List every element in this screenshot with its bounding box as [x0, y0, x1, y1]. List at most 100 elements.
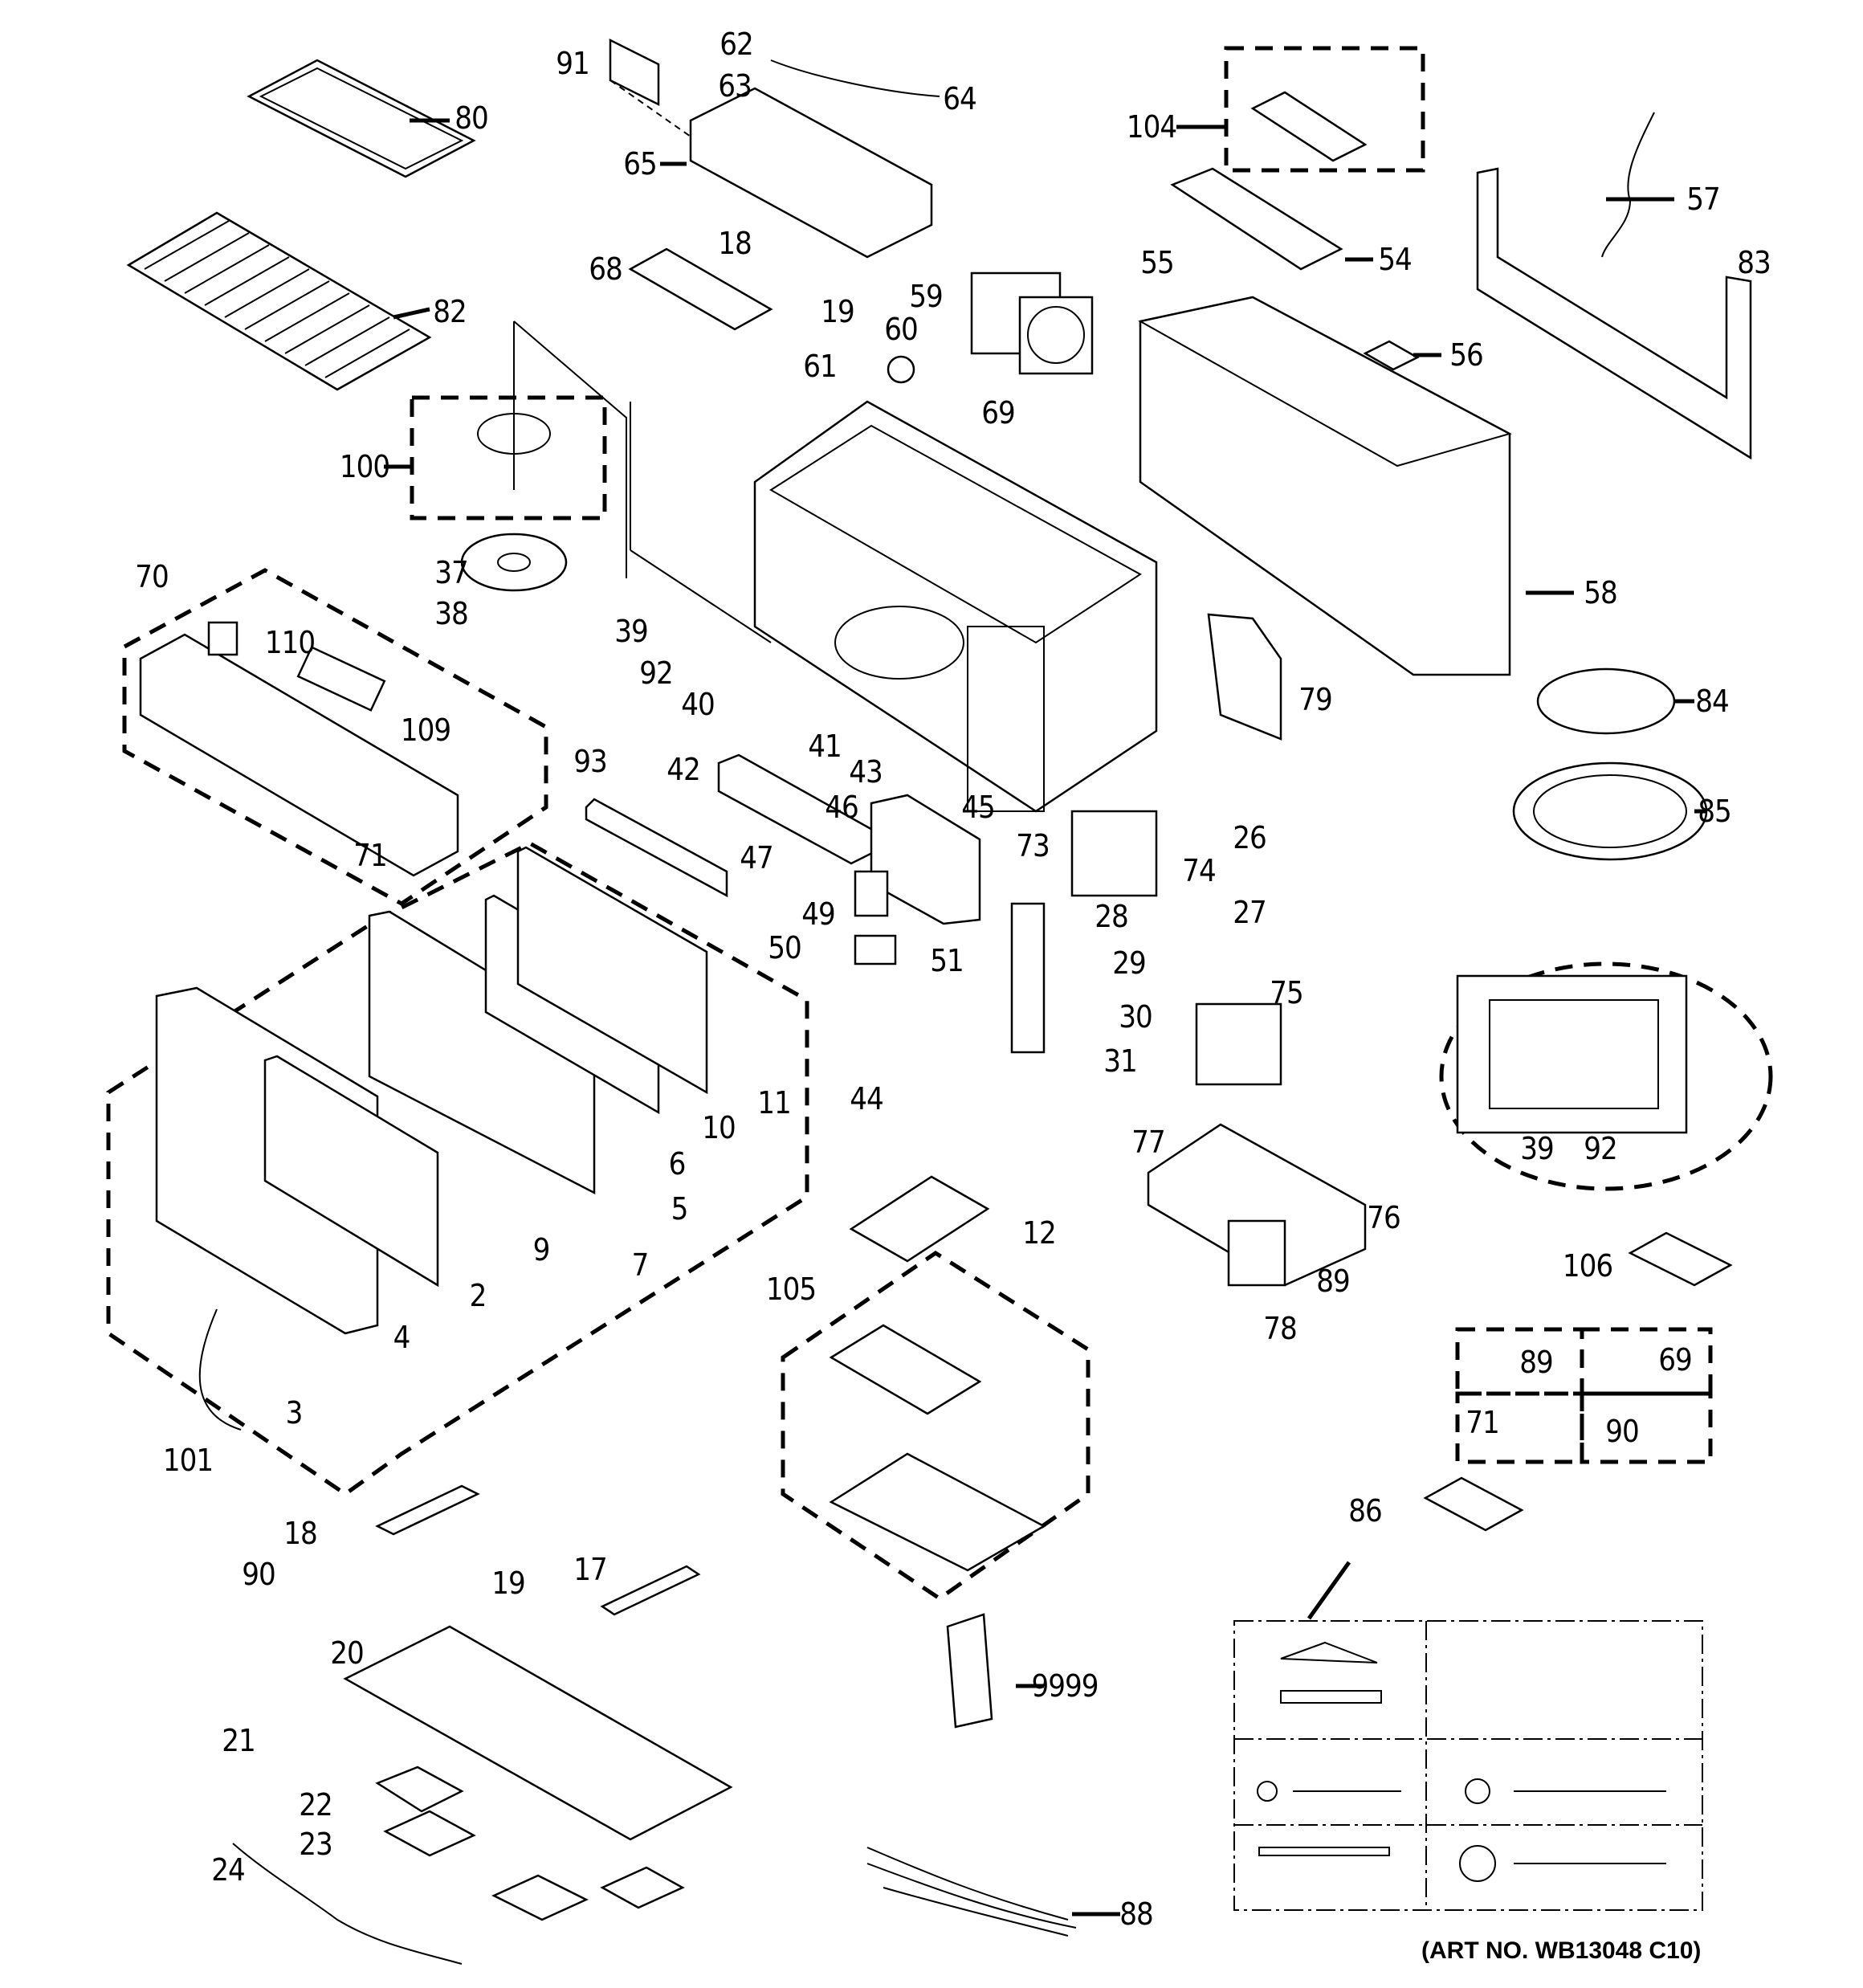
- callout-89-kit: 89: [1519, 1345, 1553, 1380]
- callout-106: 106: [1562, 1248, 1613, 1284]
- part-75-transformer: [1195, 1002, 1282, 1086]
- callout-27: 27: [1233, 895, 1266, 930]
- part-2-glass: [263, 1055, 439, 1288]
- part-70-grille: [139, 633, 459, 877]
- callout-4: 4: [393, 1320, 411, 1355]
- callout-76: 76: [1367, 1200, 1400, 1235]
- callout-71-kit: 71: [1466, 1405, 1499, 1440]
- callout-41: 41: [808, 729, 842, 764]
- callout-110: 110: [264, 625, 316, 660]
- callout-59: 59: [909, 279, 943, 314]
- callout-47: 47: [740, 840, 773, 876]
- callout-88: 88: [1119, 1896, 1153, 1932]
- callout-42: 42: [667, 752, 700, 787]
- part-88-harness: [866, 1847, 1077, 1937]
- part-9-door-panel: [368, 910, 596, 1195]
- part-85-turntable: [1512, 761, 1708, 861]
- callout-17: 17: [573, 1552, 607, 1587]
- callout-86: 86: [1348, 1493, 1382, 1529]
- callout-38: 38: [434, 596, 468, 631]
- callout-31: 31: [1103, 1043, 1137, 1079]
- hardware-table: [1233, 1620, 1703, 1911]
- part-59-fan: [970, 271, 1094, 375]
- callout-93: 93: [573, 744, 607, 779]
- callout-77: 77: [1131, 1125, 1165, 1160]
- part-105-lower: [829, 1452, 1046, 1572]
- callout-26: 26: [1233, 820, 1266, 855]
- callout-6: 6: [668, 1146, 687, 1182]
- kit-101-box: [106, 841, 809, 1497]
- part-82-grease-filter: [126, 211, 432, 391]
- callout-51: 51: [930, 943, 964, 978]
- callout-11: 11: [757, 1085, 791, 1121]
- part-22: [375, 1766, 464, 1813]
- part-12-pcb: [849, 1175, 990, 1263]
- callout-3: 3: [285, 1395, 304, 1431]
- callout-85: 85: [1698, 794, 1731, 829]
- callout-109: 109: [400, 712, 451, 748]
- callout-92: 92: [639, 655, 673, 691]
- part-23: [383, 1810, 476, 1857]
- part-76-base: [1147, 1123, 1367, 1287]
- callout-100: 100: [339, 449, 390, 484]
- part-49: [854, 870, 889, 917]
- kit-105-box: [781, 1251, 1090, 1602]
- callout-65: 65: [623, 146, 657, 182]
- callout-28: 28: [1095, 899, 1128, 934]
- callout-69: 69: [981, 395, 1015, 431]
- kit-104-box: [1224, 46, 1425, 173]
- callout-80: 80: [455, 100, 488, 136]
- callout-56: 56: [1449, 337, 1483, 373]
- callout-83: 83: [1737, 245, 1771, 280]
- part-51: [854, 934, 897, 965]
- callout-43: 43: [849, 754, 883, 790]
- callout-57: 57: [1686, 182, 1720, 217]
- callout-90-lower: 90: [242, 1557, 275, 1592]
- kit-70-box: [122, 568, 548, 906]
- callout-5: 5: [671, 1191, 689, 1227]
- part-105-upper: [829, 1324, 982, 1415]
- part-73-magnetron: [1070, 810, 1158, 897]
- callout-49: 49: [801, 896, 835, 932]
- callout-79: 79: [1298, 682, 1332, 717]
- callout-39-detail: 39: [1520, 1131, 1554, 1166]
- part-110: [207, 621, 238, 656]
- callout-69-kit: 69: [1658, 1342, 1692, 1378]
- part-83-mounting-plate: [1476, 167, 1752, 460]
- callout-91: 91: [556, 46, 589, 81]
- part-109: [296, 646, 386, 712]
- cavity-assembly: [630, 400, 1158, 813]
- callout-9: 9: [532, 1232, 551, 1268]
- callout-22: 22: [299, 1787, 332, 1823]
- callout-92-detail: 92: [1584, 1131, 1617, 1166]
- callout-9999: 9999: [1031, 1668, 1099, 1704]
- callout-105: 105: [765, 1272, 817, 1307]
- part-3-handle: [198, 1308, 242, 1431]
- part-93-strip: [585, 798, 728, 898]
- part-17-lamp-holder: [600, 1565, 701, 1616]
- callout-63: 63: [718, 68, 752, 104]
- part-11-choke: [516, 846, 708, 1095]
- callout-78: 78: [1263, 1311, 1297, 1346]
- callout-50: 50: [768, 930, 801, 965]
- callout-104: 104: [1126, 109, 1177, 145]
- callout-19-lower: 19: [491, 1565, 525, 1601]
- callout-74: 74: [1182, 853, 1216, 888]
- part-58-outer-case: [1138, 296, 1566, 676]
- callout-44: 44: [850, 1081, 883, 1116]
- callout-62: 62: [720, 27, 753, 62]
- part-60: [887, 355, 915, 384]
- kit-100-box: [410, 395, 607, 520]
- cavity-detail-circle: [1439, 961, 1773, 1191]
- part-65-duct: [609, 38, 940, 259]
- callout-23: 23: [299, 1827, 332, 1862]
- cavity-detail: [1456, 974, 1688, 1134]
- callout-29: 29: [1112, 945, 1146, 981]
- callout-46: 46: [825, 790, 858, 825]
- callout-84: 84: [1695, 684, 1729, 719]
- part-86-bag: [1423, 1476, 1524, 1532]
- callout-61: 61: [803, 349, 837, 384]
- callout-101: 101: [162, 1443, 214, 1478]
- callout-45: 45: [961, 790, 995, 825]
- callout-18: 18: [718, 226, 752, 261]
